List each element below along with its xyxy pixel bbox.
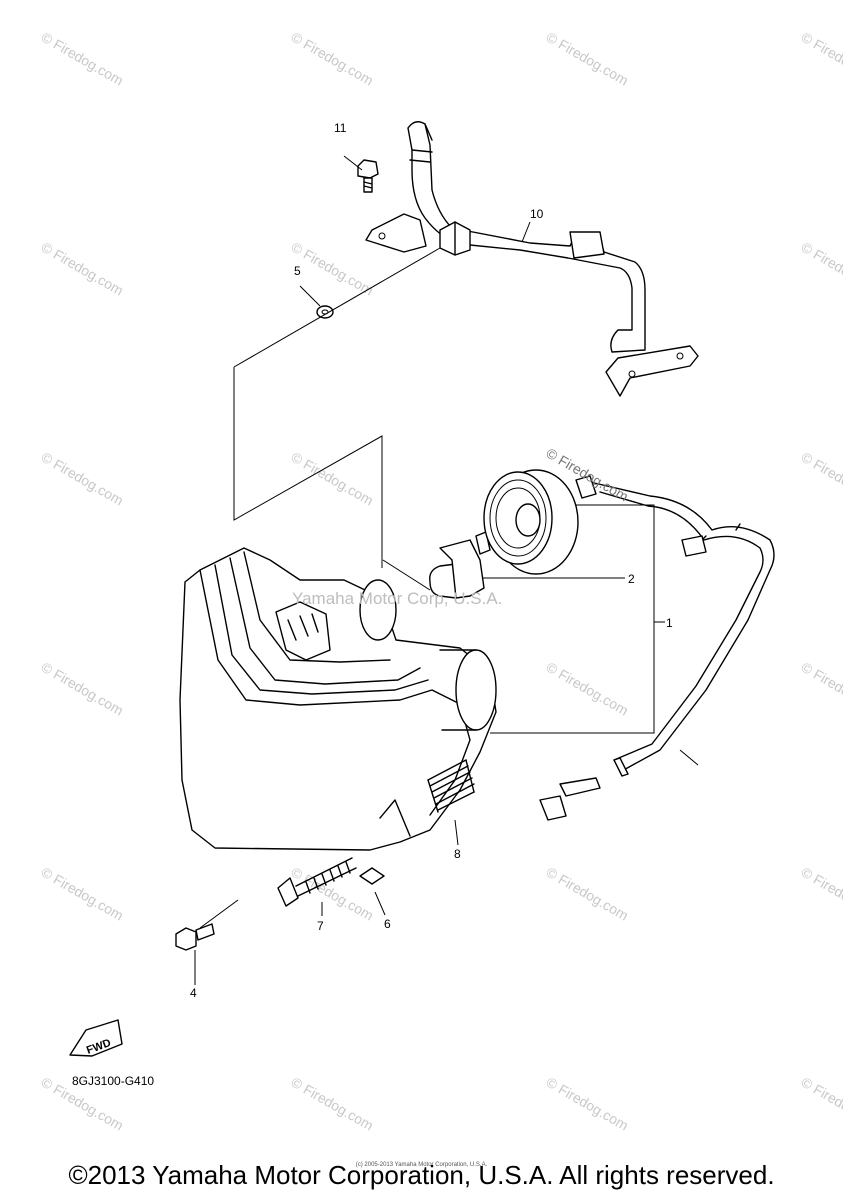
harness-11 [539,475,775,821]
callout-2: 2 [628,572,635,586]
small-copyright: (c) 2005-2013 Yamaha Motor Corporation, … [355,1162,488,1168]
callout-1: 1 [666,616,673,630]
watermark: © Firedog.com [799,659,843,719]
callout-10: 11 [334,121,347,135]
callout-6: 6 [384,917,391,931]
bulb-2 [429,531,491,599]
screw-4 [175,923,215,951]
watermark: © Firedog.com [799,1074,843,1134]
bolt-10 [357,159,379,193]
watermark: © Firedog.com [39,864,127,924]
callout-5: 5 [294,264,301,278]
grommet-5 [316,305,334,319]
watermark: © Firedog.com [39,449,127,509]
watermark: © Firedog.com [39,29,127,89]
spring-8 [427,759,475,813]
leader-lines [194,155,699,985]
headlight-housing [179,547,497,851]
watermark: © Firedog.com [289,1074,377,1134]
headlight-bracket [365,121,699,397]
callout-9: 10 [530,207,544,221]
fwd-arrow-icon: FWD [69,1019,123,1057]
watermark: © Firedog.com [544,29,632,89]
watermark: © Firedog.com [799,449,843,509]
watermark: © Firedog.com [289,239,377,299]
nut-6 [359,867,385,885]
callout-8: 8 [454,847,461,861]
center-watermark: Yamaha Motor Corp, U.S.A. [292,589,502,608]
watermark: © Firedog.com [289,449,377,509]
watermark: © Firedog.com [289,29,377,89]
watermark: © Firedog.com [39,239,127,299]
watermark: © Firedog.com [799,29,843,89]
diagram-code: 8GJ3100-G410 [72,1074,155,1088]
screw-7 [277,857,357,907]
bulb-cover [483,469,579,575]
watermark: © Firedog.com [39,659,127,719]
watermark: © Firedog.com [544,864,632,924]
watermark: © Firedog.com [544,1074,632,1134]
callout-7: 7 [317,919,324,933]
watermark: © Firedog.com [799,239,843,299]
callout-4: 4 [190,986,197,1000]
copyright-notice: ©2013 Yamaha Motor Corporation, U.S.A. A… [68,1160,775,1190]
watermark: © Firedog.com [544,659,632,719]
watermark: © Firedog.com [799,864,843,924]
